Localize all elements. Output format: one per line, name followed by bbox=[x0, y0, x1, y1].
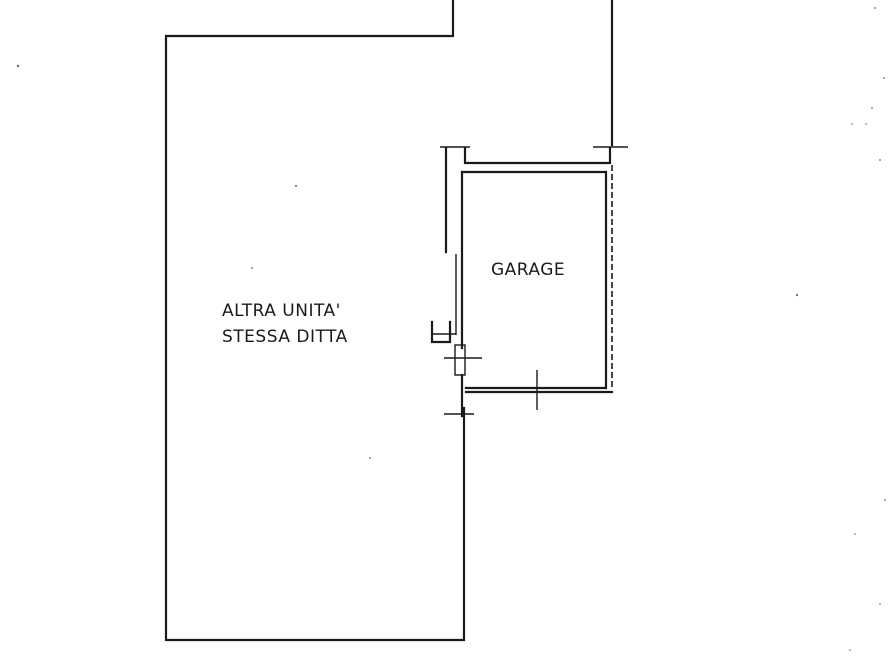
other-unit-label-line2: STESSA DITTA bbox=[222, 327, 348, 347]
scan-speck bbox=[865, 123, 867, 125]
scan-speck bbox=[871, 107, 873, 109]
garage-top-wall bbox=[463, 146, 612, 165]
door-jamb-box bbox=[454, 344, 466, 376]
scan-speck bbox=[854, 533, 856, 535]
door-jamb-upper bbox=[430, 320, 452, 344]
scan-speck bbox=[879, 159, 881, 161]
scan-speck bbox=[874, 7, 876, 9]
garage-label: GARAGE bbox=[491, 260, 565, 280]
scan-speck bbox=[849, 649, 851, 651]
scan-speck bbox=[879, 603, 881, 605]
scan-speck bbox=[16, 64, 20, 68]
other-unit-outline bbox=[164, 0, 466, 642]
garage-outline bbox=[460, 170, 608, 390]
scan-speck bbox=[369, 457, 371, 459]
scan-speck bbox=[851, 123, 853, 125]
scan-speck bbox=[884, 499, 886, 501]
scan-speck bbox=[295, 185, 297, 187]
scan-speck bbox=[251, 267, 253, 269]
scan-speck bbox=[883, 77, 885, 79]
other-unit-label-line1: ALTRA UNITA' bbox=[222, 301, 341, 321]
scan-speck bbox=[795, 293, 799, 297]
